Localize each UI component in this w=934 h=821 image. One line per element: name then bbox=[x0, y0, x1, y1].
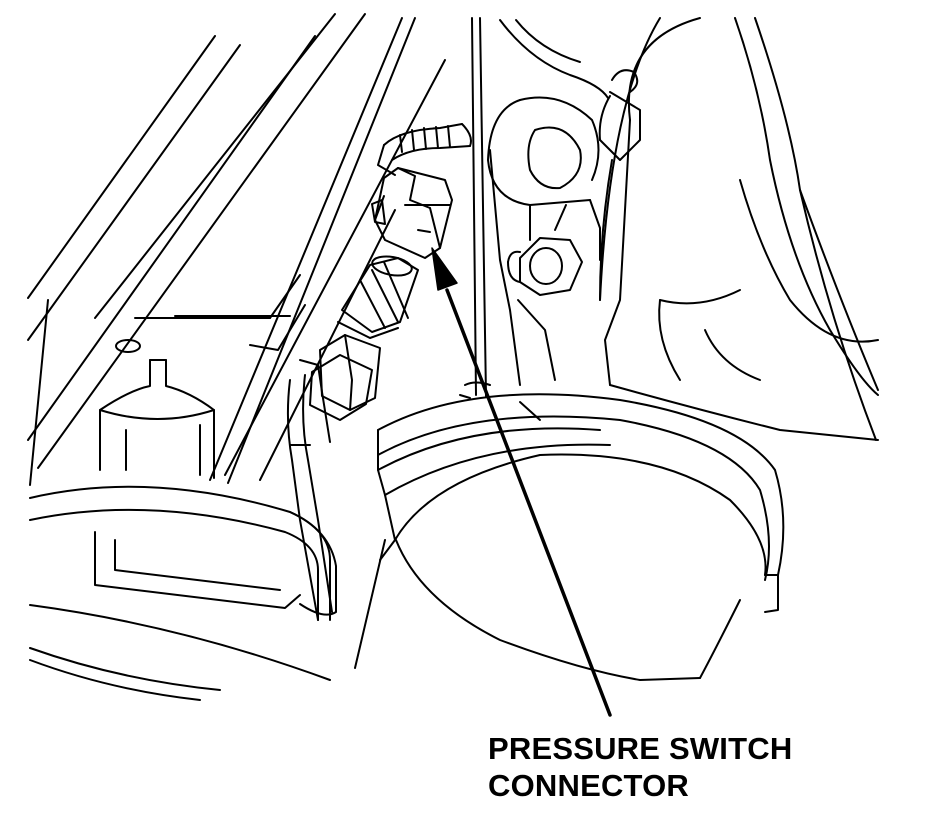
hose bbox=[288, 360, 332, 620]
large-tank bbox=[600, 18, 878, 440]
intake-ring bbox=[378, 383, 783, 681]
callout-label-line-2: CONNECTOR bbox=[488, 768, 690, 803]
lower-left-housing bbox=[30, 487, 385, 700]
left-body-panel bbox=[28, 14, 445, 485]
wire-harness bbox=[378, 124, 471, 175]
callout-arrow bbox=[432, 248, 610, 715]
callout-label-line-1: PRESSURE SWITCH bbox=[488, 731, 793, 766]
fluid-reservoir-cap bbox=[100, 340, 214, 478]
mounting-bracket bbox=[488, 20, 640, 260]
pressure-switch-connector bbox=[372, 168, 452, 258]
center-frame bbox=[472, 18, 555, 396]
bolt bbox=[508, 238, 582, 295]
callout-label: PRESSURE SWITCH CONNECTOR bbox=[488, 730, 792, 804]
pressure-switch bbox=[310, 254, 418, 420]
